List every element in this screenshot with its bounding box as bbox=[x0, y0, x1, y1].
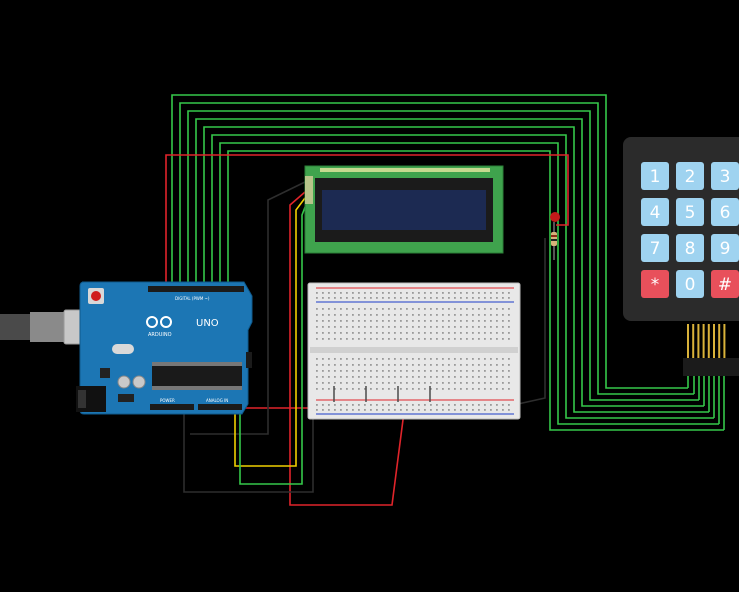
breadboard-holes bbox=[316, 292, 510, 411]
analog-header bbox=[198, 404, 242, 410]
small-chip bbox=[118, 394, 134, 402]
keypad-pin bbox=[718, 324, 721, 358]
red-wire-lcd bbox=[289, 191, 405, 506]
keypad-wire-5 bbox=[203, 126, 709, 413]
keypad-connector bbox=[683, 358, 739, 376]
keypad-key-1[interactable]: 1 bbox=[641, 162, 669, 190]
keypad-pin bbox=[707, 324, 710, 358]
crystal-oscillator bbox=[112, 344, 134, 354]
keypad-key-label: 3 bbox=[720, 167, 731, 187]
keypad-key-label: 9 bbox=[720, 239, 731, 259]
keypad-pin bbox=[713, 324, 715, 358]
lcd-screen bbox=[322, 190, 486, 230]
keypad-key-9[interactable]: 9 bbox=[711, 234, 739, 262]
keypad-key-hash[interactable]: # bbox=[711, 270, 739, 298]
keypad-key-label: 4 bbox=[650, 203, 661, 223]
lcd-16x2-display[interactable] bbox=[304, 165, 504, 254]
keypad-key-label: 0 bbox=[685, 275, 696, 295]
keypad-key-4[interactable]: 4 bbox=[641, 198, 669, 226]
red-wire-led bbox=[165, 154, 569, 292]
green-wire-lcd bbox=[239, 201, 308, 485]
keypad-key-label: 8 bbox=[685, 239, 696, 259]
keypad-key-label: 5 bbox=[685, 203, 696, 223]
keypad-key-label: 2 bbox=[685, 167, 696, 187]
keypad-wire-7 bbox=[219, 142, 719, 425]
digital-header-label: DIGITAL (PWM ~) bbox=[175, 296, 210, 301]
lcd-pin-header bbox=[320, 168, 490, 172]
arduino-logo-icon bbox=[146, 316, 172, 328]
regulator bbox=[100, 368, 110, 378]
breadboard-component-legs bbox=[333, 386, 431, 402]
keypad-key-6[interactable]: 6 bbox=[711, 198, 739, 226]
keypad-wire-2 bbox=[179, 102, 694, 395]
keypad-key-star[interactable]: * bbox=[641, 270, 669, 298]
keypad-wire-8 bbox=[227, 150, 724, 431]
power-header-label: POWER bbox=[160, 398, 175, 403]
keypad-keys: 1 2 3 4 5 6 7 8 9 * 0 # bbox=[641, 162, 739, 298]
keypad-key-label: 7 bbox=[650, 239, 661, 259]
keypad-pin bbox=[723, 324, 726, 358]
arduino-model-label: UNO bbox=[196, 318, 219, 329]
breadboard[interactable] bbox=[307, 282, 521, 420]
black-wire-breadboard bbox=[517, 238, 546, 405]
yellow-wire bbox=[234, 197, 306, 467]
keypad-pin bbox=[692, 324, 695, 358]
keypad-key-label: 6 bbox=[720, 203, 731, 223]
power-jack-icon bbox=[76, 386, 106, 412]
black-wire-lcd bbox=[190, 181, 306, 435]
keypad-pin bbox=[687, 324, 689, 358]
keypad-key-7[interactable]: 7 bbox=[641, 234, 669, 262]
keypad-pin bbox=[702, 324, 705, 358]
capacitor-1 bbox=[117, 375, 131, 389]
icsp-header bbox=[246, 352, 252, 368]
keypad-key-label: 1 bbox=[650, 167, 661, 187]
reset-button-icon[interactable] bbox=[88, 288, 104, 304]
keypad-key-8[interactable]: 8 bbox=[676, 234, 704, 262]
lcd-side-pins bbox=[305, 176, 313, 204]
atmega-chip bbox=[152, 366, 242, 386]
arduino-uno-board[interactable]: ARDUINO UNO DIGITAL (PWM ~) POWER ANALOG… bbox=[79, 281, 253, 415]
resistor bbox=[551, 232, 557, 246]
keypad-4x3[interactable]: 1 2 3 4 5 6 7 8 9 * 0 # bbox=[623, 137, 739, 376]
keypad-wire-bundle bbox=[171, 94, 725, 431]
black-wire-gnd bbox=[183, 412, 314, 493]
keypad-key-label: * bbox=[651, 275, 660, 295]
breadboard-center-channel bbox=[310, 347, 518, 353]
keypad-wire-4 bbox=[195, 118, 704, 407]
arduino-logo-text: ARDUINO bbox=[148, 332, 172, 338]
capacitor-2 bbox=[132, 375, 146, 389]
keypad-connector-pins bbox=[687, 324, 726, 358]
keypad-wire-6 bbox=[211, 134, 714, 419]
keypad-key-3[interactable]: 3 bbox=[711, 162, 739, 190]
digital-header bbox=[148, 286, 244, 292]
keypad-key-label: # bbox=[718, 275, 732, 295]
analog-header-label: ANALOG IN bbox=[206, 398, 228, 403]
keypad-wire-1 bbox=[171, 94, 688, 389]
power-header bbox=[150, 404, 194, 410]
keypad-key-2[interactable]: 2 bbox=[676, 162, 704, 190]
keypad-key-0[interactable]: 0 bbox=[676, 270, 704, 298]
keypad-pin bbox=[697, 324, 700, 358]
keypad-key-5[interactable]: 5 bbox=[676, 198, 704, 226]
keypad-wire-3 bbox=[187, 110, 699, 401]
